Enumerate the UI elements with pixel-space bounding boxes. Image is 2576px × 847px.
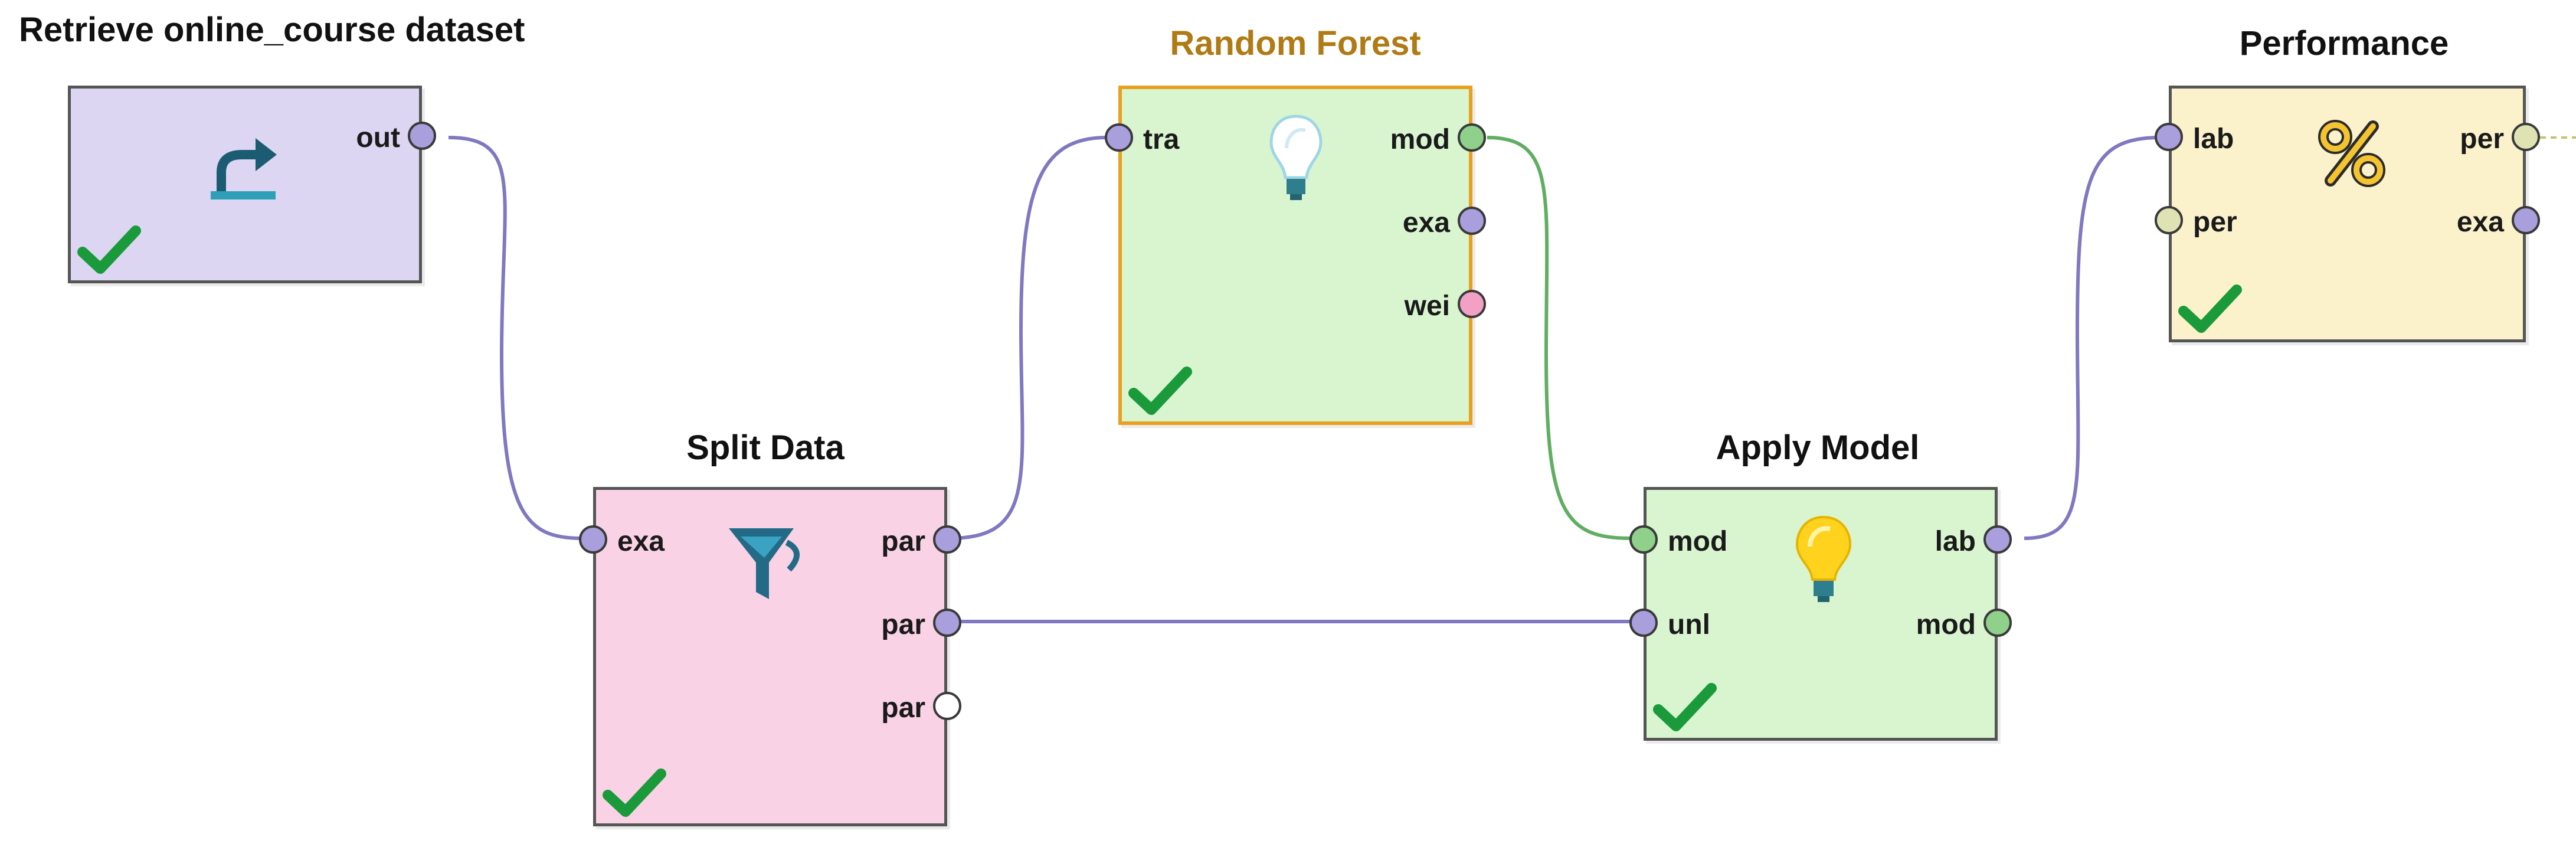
port-label-lab: lab — [1935, 526, 1976, 557]
split-title: Split Data — [686, 429, 845, 467]
port-out[interactable] — [408, 122, 436, 150]
port-label-par-2: par — [881, 609, 925, 640]
port-out-lab[interactable] — [1983, 525, 2012, 554]
random-forest-operator[interactable]: tra mod exa wei — [1105, 86, 1486, 425]
port-label-mod-out: mod — [1916, 609, 1976, 640]
port-out-par-3[interactable] — [933, 692, 961, 720]
port-in-exa[interactable] — [579, 525, 607, 554]
forest-title: Random Forest — [1170, 24, 1421, 63]
wire-apply-lab-to-performance-lab[interactable] — [2024, 136, 2161, 540]
port-label-tra: tra — [1143, 124, 1180, 155]
port-label-unl: unl — [1668, 609, 1710, 640]
port-label-lab: lab — [2193, 123, 2234, 155]
check-icon — [603, 768, 666, 817]
apply-model-operator[interactable]: mod unl lab mod — [1629, 487, 2012, 741]
port-label-par-3: par — [881, 692, 925, 724]
lightbulb-icon — [1269, 115, 1323, 200]
performance-title: Performance — [2239, 24, 2449, 63]
port-in-tra[interactable] — [1105, 123, 1133, 152]
retrieve-operator[interactable]: out — [68, 86, 436, 283]
port-in-mod[interactable] — [1629, 525, 1658, 554]
port-out-exa[interactable] — [1458, 207, 1486, 235]
retrieve-title: Retrieve online_course dataset — [19, 11, 525, 49]
check-icon — [2178, 284, 2242, 333]
port-label-per-out: per — [2460, 123, 2504, 155]
wire-forest-mod-to-apply-mod[interactable] — [1487, 136, 1632, 540]
performance-operator[interactable]: lab per per exa — [2155, 86, 2540, 342]
port-out-per[interactable] — [2512, 123, 2540, 151]
port-out-exa[interactable] — [2512, 206, 2540, 234]
split-data-operator[interactable]: exa par par par — [579, 487, 961, 826]
port-in-lab[interactable] — [2155, 123, 2183, 151]
check-icon — [77, 225, 141, 274]
port-label-wei: wei — [1404, 290, 1450, 322]
filter-funnel-icon — [729, 528, 800, 599]
port-label-per: per — [2193, 207, 2237, 238]
port-label-exa: exa — [1402, 207, 1450, 238]
port-in-unl[interactable] — [1629, 609, 1658, 637]
check-icon — [1653, 683, 1717, 731]
check-icon — [1128, 367, 1192, 415]
port-out-mod[interactable] — [1458, 123, 1486, 152]
wire-split-par-to-forest-tra[interactable] — [950, 136, 1107, 540]
port-out-wei[interactable] — [1458, 290, 1486, 318]
lightbulb-lit-icon — [1795, 515, 1852, 602]
port-label-mod: mod — [1668, 526, 1728, 557]
apply-title: Apply Model — [1716, 429, 1920, 467]
port-label-exa: exa — [617, 526, 665, 557]
port-out-par-1[interactable] — [933, 525, 961, 554]
port-out-par-2[interactable] — [933, 609, 961, 637]
port-label-mod: mod — [1390, 124, 1450, 155]
port-label-exa: exa — [2456, 207, 2504, 238]
port-label-par-1: par — [881, 526, 925, 557]
percent-icon — [2318, 120, 2385, 187]
port-in-per[interactable] — [2155, 206, 2183, 234]
port-label-out: out — [356, 122, 400, 153]
retrieve-arrow-icon — [211, 138, 277, 200]
wire-retrieve-out-to-split-exa[interactable] — [448, 136, 582, 540]
port-out-mod[interactable] — [1983, 609, 2012, 637]
